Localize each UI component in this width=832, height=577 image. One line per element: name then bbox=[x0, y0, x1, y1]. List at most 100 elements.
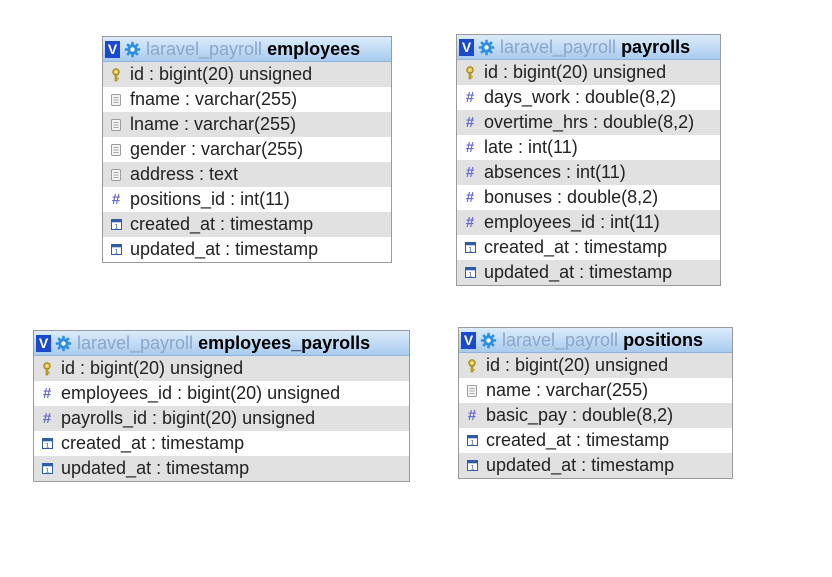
field-row[interactable]: 1 updated_at : timestamp bbox=[457, 260, 720, 285]
table-name[interactable]: employees_payrolls bbox=[198, 332, 371, 353]
field-row[interactable]: id : bigint(20) unsigned bbox=[34, 356, 409, 381]
table-payrolls[interactable]: V laravel_payroll payrolls id : bigint(2… bbox=[456, 34, 721, 286]
date-field-icon: 1 bbox=[40, 461, 54, 477]
field-row[interactable]: name : varchar(255) bbox=[459, 378, 732, 403]
date-field-icon: 1 bbox=[463, 240, 477, 256]
field-row[interactable]: # bonuses : double(8,2) bbox=[457, 185, 720, 210]
svg-text:1: 1 bbox=[468, 246, 472, 253]
key-icon bbox=[40, 361, 54, 377]
field-label: address : text bbox=[130, 164, 239, 184]
text-field-icon bbox=[109, 92, 123, 108]
field-label: employees_id : bigint(20) unsigned bbox=[61, 383, 341, 403]
key-icon bbox=[465, 358, 479, 374]
toggle-v-icon[interactable]: V bbox=[461, 331, 476, 349]
numeric-field-icon: # bbox=[467, 406, 477, 424]
table-header[interactable]: V laravel_payroll payrolls bbox=[457, 35, 720, 60]
field-row[interactable]: lname : varchar(255) bbox=[103, 112, 391, 137]
svg-text:1: 1 bbox=[45, 442, 49, 449]
table-employees[interactable]: V laravel_payroll employees id : bigint(… bbox=[102, 36, 392, 263]
field-label: updated_at : timestamp bbox=[484, 262, 673, 282]
numeric-field-icon: # bbox=[111, 190, 121, 208]
field-label: name : varchar(255) bbox=[486, 380, 649, 400]
field-row[interactable]: 1 updated_at : timestamp bbox=[34, 456, 409, 481]
field-label: positions_id : int(11) bbox=[130, 189, 290, 209]
numeric-field-icon: # bbox=[465, 163, 475, 181]
svg-text:1: 1 bbox=[114, 248, 118, 255]
field-row[interactable]: gender : varchar(255) bbox=[103, 137, 391, 162]
field-label: payrolls_id : bigint(20) unsigned bbox=[61, 408, 316, 428]
text-field-icon bbox=[109, 117, 123, 133]
field-label: absences : int(11) bbox=[484, 162, 626, 182]
field-row[interactable]: # days_work : double(8,2) bbox=[457, 85, 720, 110]
numeric-field-icon: # bbox=[465, 113, 475, 131]
svg-text:1: 1 bbox=[470, 439, 474, 446]
svg-text:1: 1 bbox=[470, 464, 474, 471]
field-row[interactable]: #employees_id : bigint(20) unsigned bbox=[34, 381, 409, 406]
field-label: id : bigint(20) unsigned bbox=[484, 62, 667, 82]
field-label: overtime_hrs : double(8,2) bbox=[484, 112, 695, 132]
field-row[interactable]: # overtime_hrs : double(8,2) bbox=[457, 110, 720, 135]
field-label: bonuses : double(8,2) bbox=[484, 187, 659, 207]
table-name[interactable]: employees bbox=[267, 38, 361, 59]
gear-icon[interactable] bbox=[55, 335, 72, 352]
field-row[interactable]: # positions_id : int(11) bbox=[103, 187, 391, 212]
field-label: lname : varchar(255) bbox=[130, 114, 297, 134]
field-row[interactable]: #employees_id : int(11) bbox=[457, 210, 720, 235]
key-icon bbox=[463, 65, 477, 81]
gear-icon[interactable] bbox=[478, 39, 495, 56]
text-field-icon bbox=[109, 167, 123, 183]
field-row[interactable]: 1 created_at : timestamp bbox=[457, 235, 720, 260]
numeric-field-icon: # bbox=[465, 213, 475, 231]
field-row[interactable]: id : bigint(20) unsigned bbox=[103, 62, 391, 87]
field-row[interactable]: id : bigint(20) unsigned bbox=[459, 353, 732, 378]
field-row[interactable]: # late : int(11) bbox=[457, 135, 720, 160]
table-positions[interactable]: V laravel_payroll positions id : bigint(… bbox=[458, 327, 733, 479]
field-row[interactable]: # absences : int(11) bbox=[457, 160, 720, 185]
field-label: updated_at : timestamp bbox=[61, 458, 250, 478]
table-employees-payrolls[interactable]: V laravel_payroll employees_payrolls id … bbox=[33, 330, 410, 482]
field-row[interactable]: # basic_pay : double(8,2) bbox=[459, 403, 732, 428]
field-row[interactable]: fname : varchar(255) bbox=[103, 87, 391, 112]
field-label: id : bigint(20) unsigned bbox=[61, 358, 244, 378]
database-name[interactable]: laravel_payroll bbox=[502, 329, 619, 350]
field-label: late : int(11) bbox=[484, 137, 578, 157]
field-label: fname : varchar(255) bbox=[130, 89, 298, 109]
gear-icon[interactable] bbox=[480, 332, 497, 349]
table-name[interactable]: payrolls bbox=[621, 36, 691, 57]
key-icon bbox=[109, 67, 123, 83]
numeric-field-icon: # bbox=[465, 88, 475, 106]
field-label: days_work : double(8,2) bbox=[484, 87, 677, 107]
field-label: basic_pay : double(8,2) bbox=[486, 405, 674, 425]
field-list: id : bigint(20) unsigned #employees_id : … bbox=[34, 356, 409, 481]
toggle-v-icon[interactable]: V bbox=[36, 334, 51, 352]
toggle-v-icon[interactable]: V bbox=[105, 40, 120, 58]
date-field-icon: 1 bbox=[463, 265, 477, 281]
gear-icon[interactable] bbox=[124, 41, 141, 58]
field-label: id : bigint(20) unsigned bbox=[486, 355, 669, 375]
svg-text:1: 1 bbox=[45, 467, 49, 474]
table-header[interactable]: V laravel_payroll employees bbox=[103, 37, 391, 62]
numeric-field-icon: # bbox=[465, 138, 475, 156]
database-name[interactable]: laravel_payroll bbox=[77, 332, 194, 353]
svg-text:1: 1 bbox=[114, 223, 118, 230]
field-label: created_at : timestamp bbox=[486, 430, 670, 450]
field-label: created_at : timestamp bbox=[484, 237, 668, 257]
numeric-field-icon: # bbox=[465, 188, 475, 206]
database-name[interactable]: laravel_payroll bbox=[146, 38, 263, 59]
field-row[interactable]: #payrolls_id : bigint(20) unsigned bbox=[34, 406, 409, 431]
field-row[interactable]: address : text bbox=[103, 162, 391, 187]
table-name[interactable]: positions bbox=[623, 329, 704, 350]
field-row[interactable]: id : bigint(20) unsigned bbox=[457, 60, 720, 85]
field-row[interactable]: 1 created_at : timestamp bbox=[459, 428, 732, 453]
table-header[interactable]: V laravel_payroll employees_payrolls bbox=[34, 331, 409, 356]
date-field-icon: 1 bbox=[109, 217, 123, 233]
database-name[interactable]: laravel_payroll bbox=[500, 36, 617, 57]
date-field-icon: 1 bbox=[109, 242, 123, 258]
toggle-v-icon[interactable]: V bbox=[459, 38, 474, 56]
table-header[interactable]: V laravel_payroll positions bbox=[459, 328, 732, 353]
